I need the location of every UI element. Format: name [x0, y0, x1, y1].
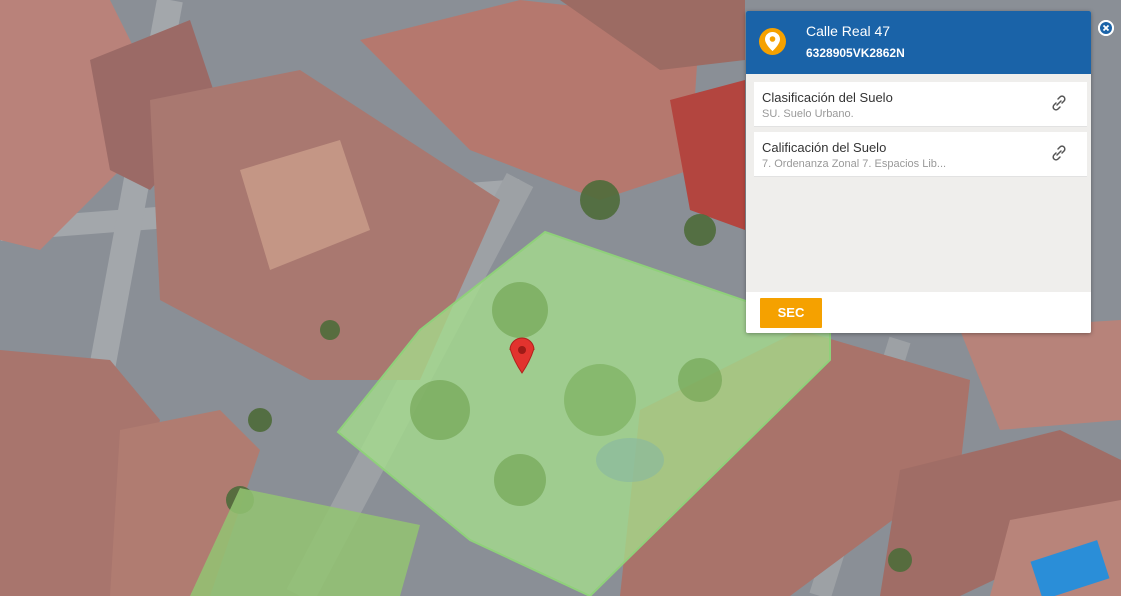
info-panel: Calle Real 47 6328905VK2862N Clasificaci…: [746, 11, 1091, 333]
row-clasificacion-suelo[interactable]: Clasificación del Suelo SU. Suelo Urbano…: [754, 82, 1087, 127]
cadastral-reference: 6328905VK2862N: [806, 46, 905, 60]
panel-header: Calle Real 47 6328905VK2862N: [746, 11, 1091, 74]
row-subtitle: SU. Suelo Urbano.: [762, 108, 854, 120]
sec-button[interactable]: SEC: [760, 298, 822, 328]
close-icon[interactable]: [1098, 20, 1114, 36]
link-icon[interactable]: [1052, 145, 1066, 166]
row-title: Clasificación del Suelo: [762, 90, 893, 105]
place-title: Calle Real 47: [806, 23, 891, 39]
map-pin-icon[interactable]: [509, 337, 535, 374]
location-pin-icon: [759, 28, 786, 55]
row-title: Calificación del Suelo: [762, 140, 887, 155]
panel-footer: SEC: [746, 292, 1091, 333]
row-subtitle: 7. Ordenanza Zonal 7. Espacios Lib...: [762, 158, 947, 170]
link-icon[interactable]: [1052, 95, 1066, 116]
row-calificacion-suelo[interactable]: Calificación del Suelo 7. Ordenanza Zona…: [754, 132, 1087, 177]
